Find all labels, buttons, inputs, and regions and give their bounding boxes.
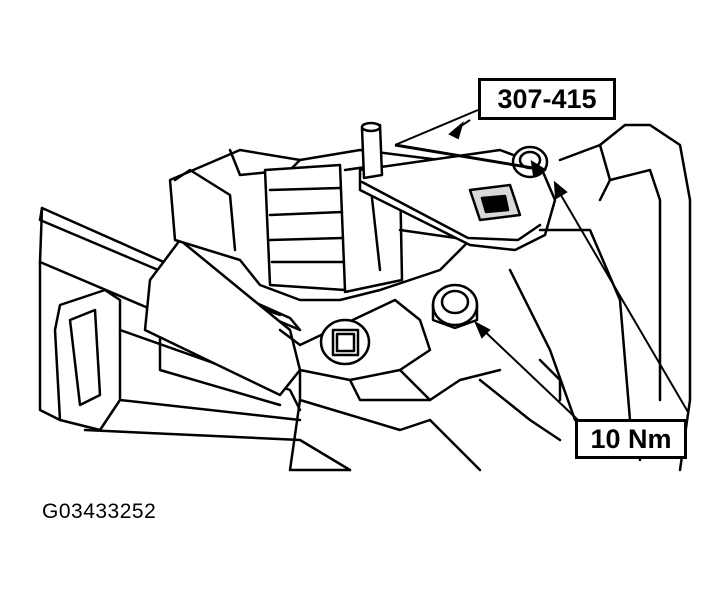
mounting-bracket <box>143 238 502 472</box>
lever-arm <box>358 148 557 252</box>
tool-number-callout: 307-415 <box>478 78 616 120</box>
leader-lines <box>394 109 689 421</box>
pivot-shaft <box>360 121 384 180</box>
torque-spec-callout: 10 Nm <box>575 419 687 459</box>
right-brace <box>428 123 692 472</box>
mounting-bolt <box>431 283 479 330</box>
square-bolt <box>319 318 371 366</box>
figure-id-label: G03433252 <box>42 500 157 523</box>
